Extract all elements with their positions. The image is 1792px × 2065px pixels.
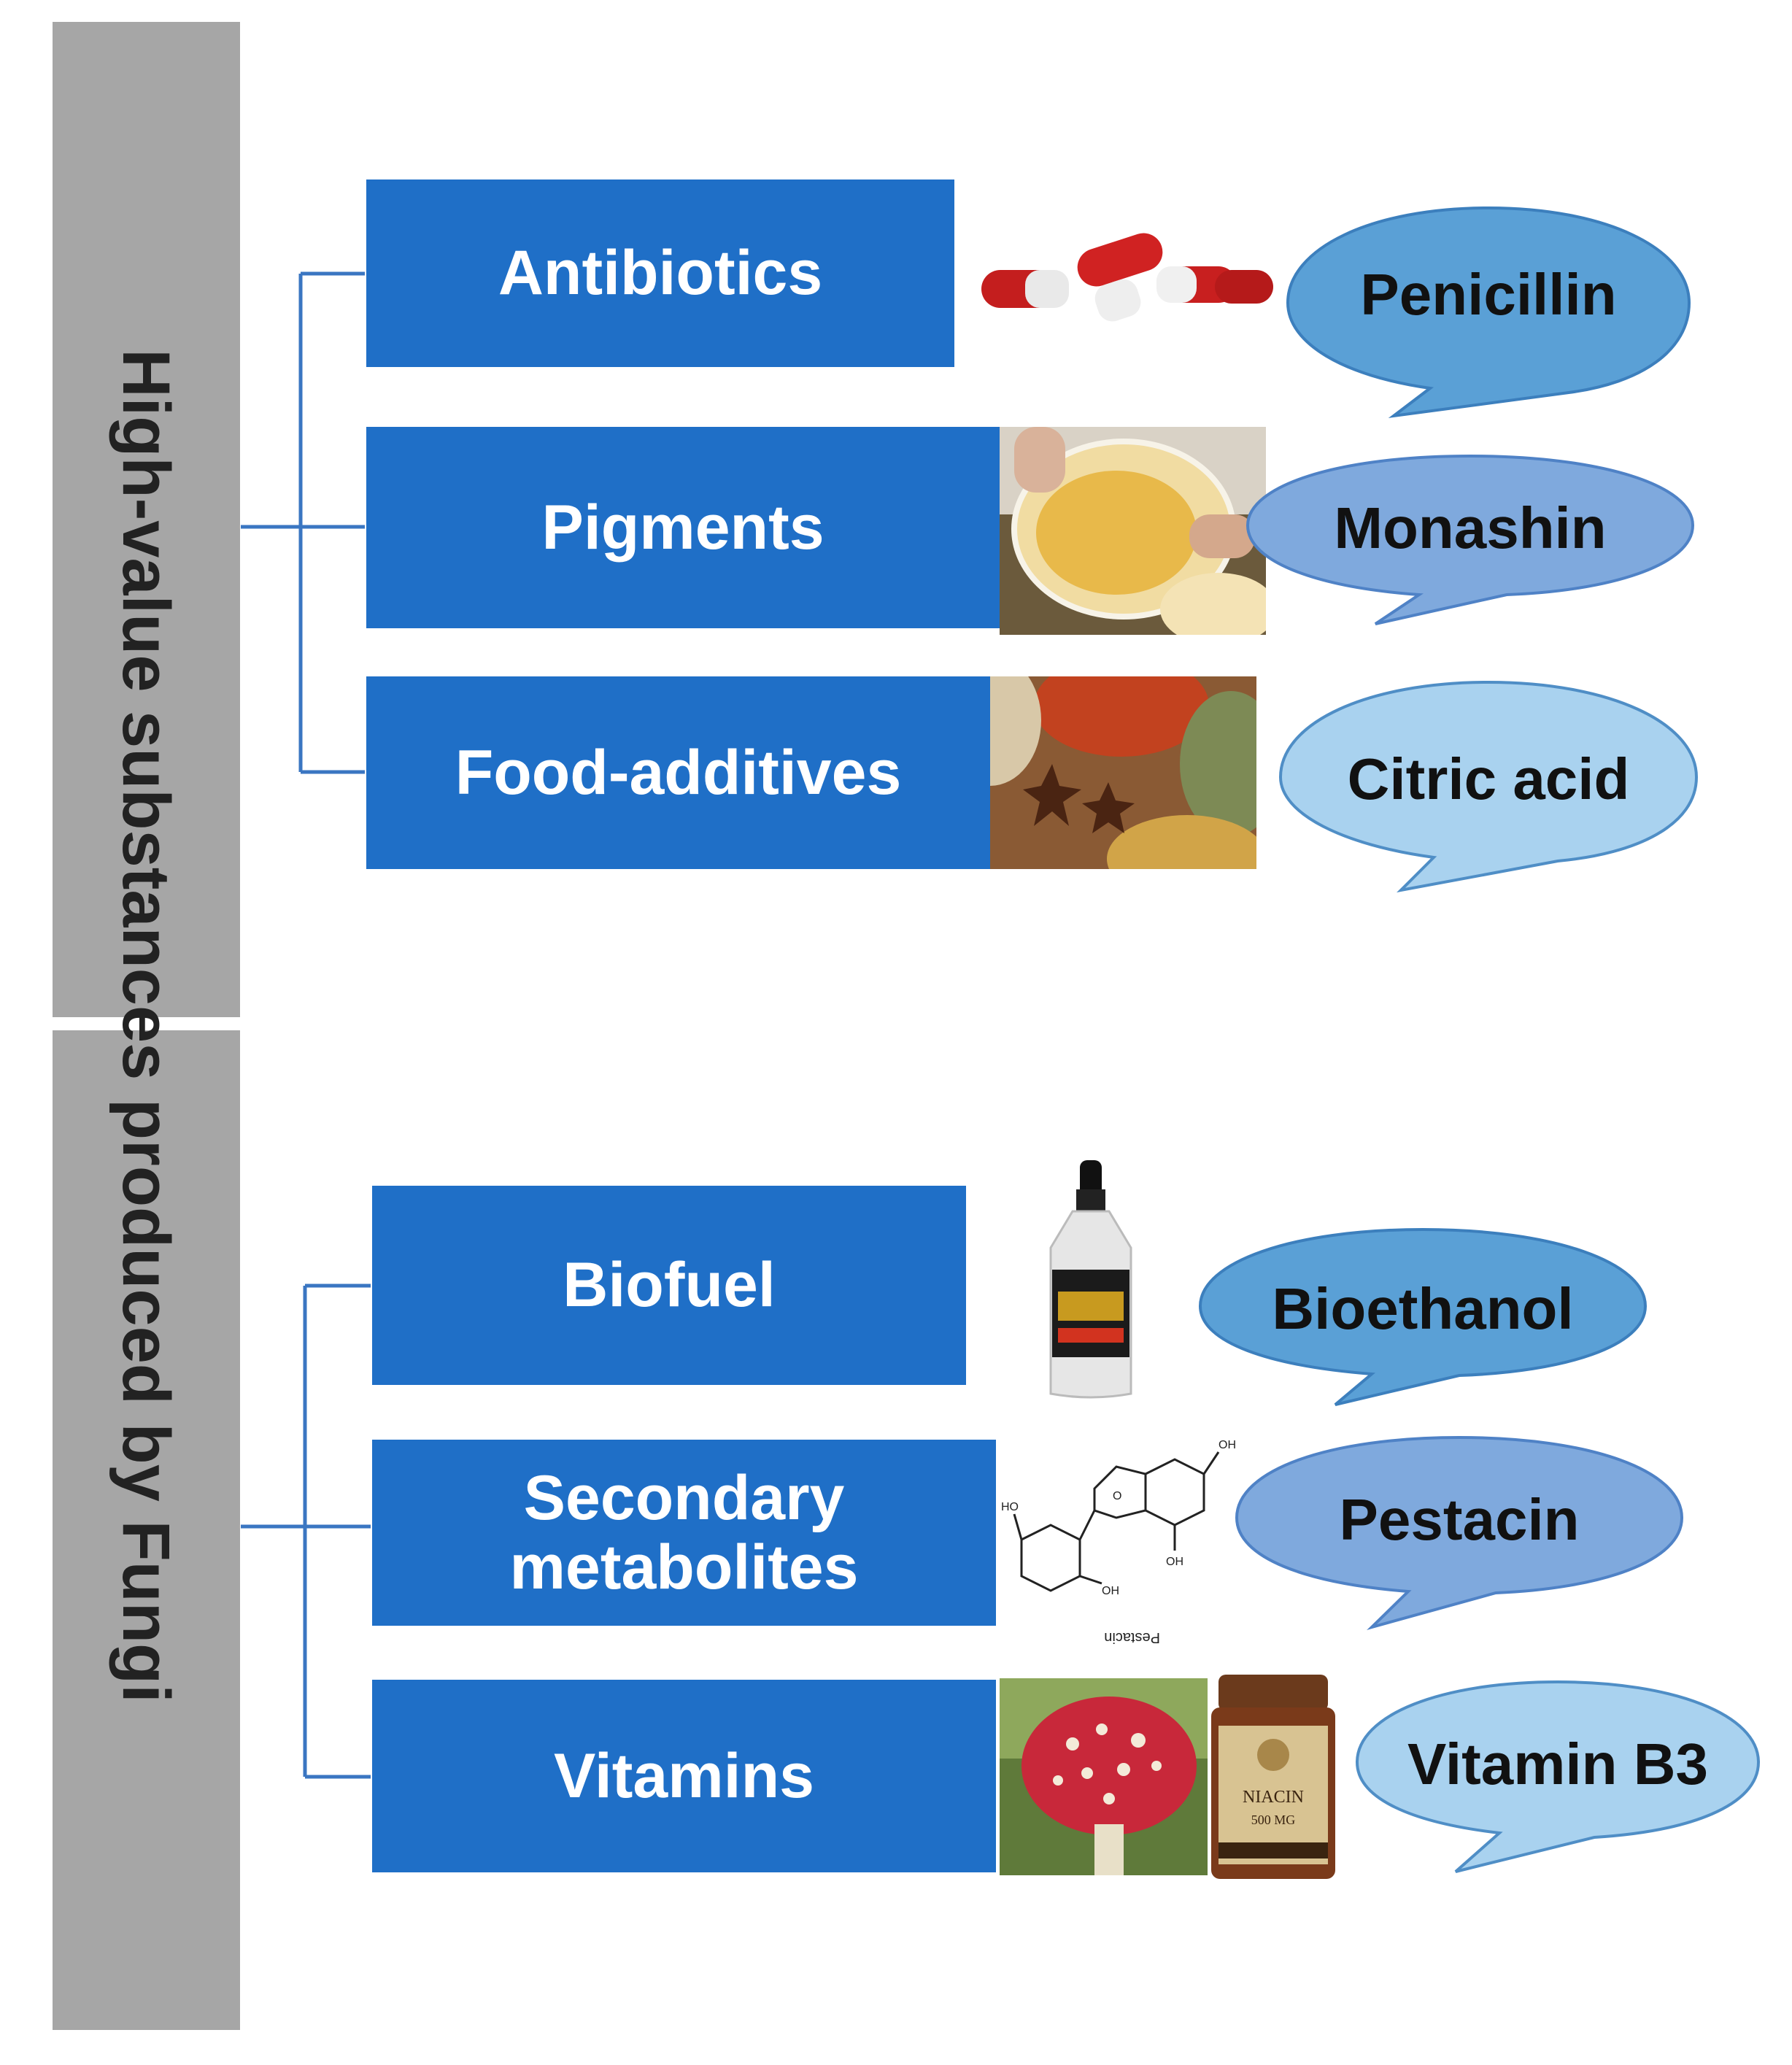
svg-text:OH: OH <box>1166 1556 1183 1568</box>
speech-bubble-icon <box>1278 680 1699 893</box>
example-bubble-monashin: Monashin <box>1244 452 1696 628</box>
petri-dish-photo-icon <box>1000 427 1266 635</box>
example-label: Penicillin <box>1360 262 1617 327</box>
category-secondary-metabolites: Secondary metabolites <box>372 1440 996 1626</box>
example-bubble-citric-acid: Citric acid <box>1277 679 1700 893</box>
example-label: Pestacin <box>1339 1487 1580 1552</box>
category-vitamins: Vitamins <box>372 1680 996 1872</box>
category-biofuel: Biofuel <box>372 1186 966 1385</box>
speech-bubble-icon <box>1198 1227 1648 1406</box>
svg-text:OH: OH <box>1219 1439 1236 1451</box>
svg-text:O: O <box>1113 1490 1121 1502</box>
niacin-jar-icon: NIACIN 500 MG <box>1211 1675 1335 1879</box>
category-antibiotics: Antibiotics <box>366 180 954 367</box>
svg-text:OH: OH <box>1102 1585 1119 1597</box>
example-bubble-penicillin: Penicillin <box>1284 197 1693 418</box>
mushroom-photo-icon <box>1000 1678 1208 1875</box>
chemical-structure-icon: HO OH OH OH O Pestacin <box>1001 1439 1236 1645</box>
category-label: Food-additives <box>455 737 902 808</box>
speech-bubble-icon <box>1235 1435 1684 1630</box>
example-bubble-bioethanol: Bioethanol <box>1197 1226 1649 1408</box>
category-pigments: Pigments <box>366 427 1000 628</box>
example-label: Vitamin B3 <box>1407 1732 1708 1796</box>
jar-dose: 500 MG <box>1251 1813 1296 1827</box>
category-label: Biofuel <box>563 1250 776 1321</box>
speech-bubble-icon <box>1286 206 1691 418</box>
category-label-line2: metabolites <box>509 1532 859 1602</box>
example-label: Monashin <box>1334 495 1607 560</box>
spices-photo-icon <box>990 676 1256 869</box>
example-label: Citric acid <box>1347 746 1630 811</box>
sidebar-divider <box>45 1017 247 1030</box>
speech-bubble-icon <box>1245 454 1695 625</box>
category-label-line1: Secondary <box>523 1462 845 1533</box>
svg-text:HO: HO <box>1001 1501 1019 1513</box>
example-bubble-pestacin: Pestacin <box>1233 1434 1685 1631</box>
jar-label: NIACIN <box>1243 1788 1304 1807</box>
speech-bubble-icon <box>1355 1680 1761 1873</box>
category-label: Vitamins <box>554 1740 814 1811</box>
category-label: Pigments <box>541 492 824 563</box>
category-label: Antibiotics <box>498 238 823 309</box>
example-bubble-vitamin-b3: Vitamin B3 <box>1353 1678 1762 1875</box>
capsules-icon <box>981 233 1273 322</box>
category-food-additives: Food-additives <box>366 676 990 869</box>
bioethanol-bottle-icon <box>1049 1160 1132 1399</box>
example-label: Bioethanol <box>1272 1276 1574 1341</box>
structure-caption: Pestacin <box>1104 1629 1160 1645</box>
